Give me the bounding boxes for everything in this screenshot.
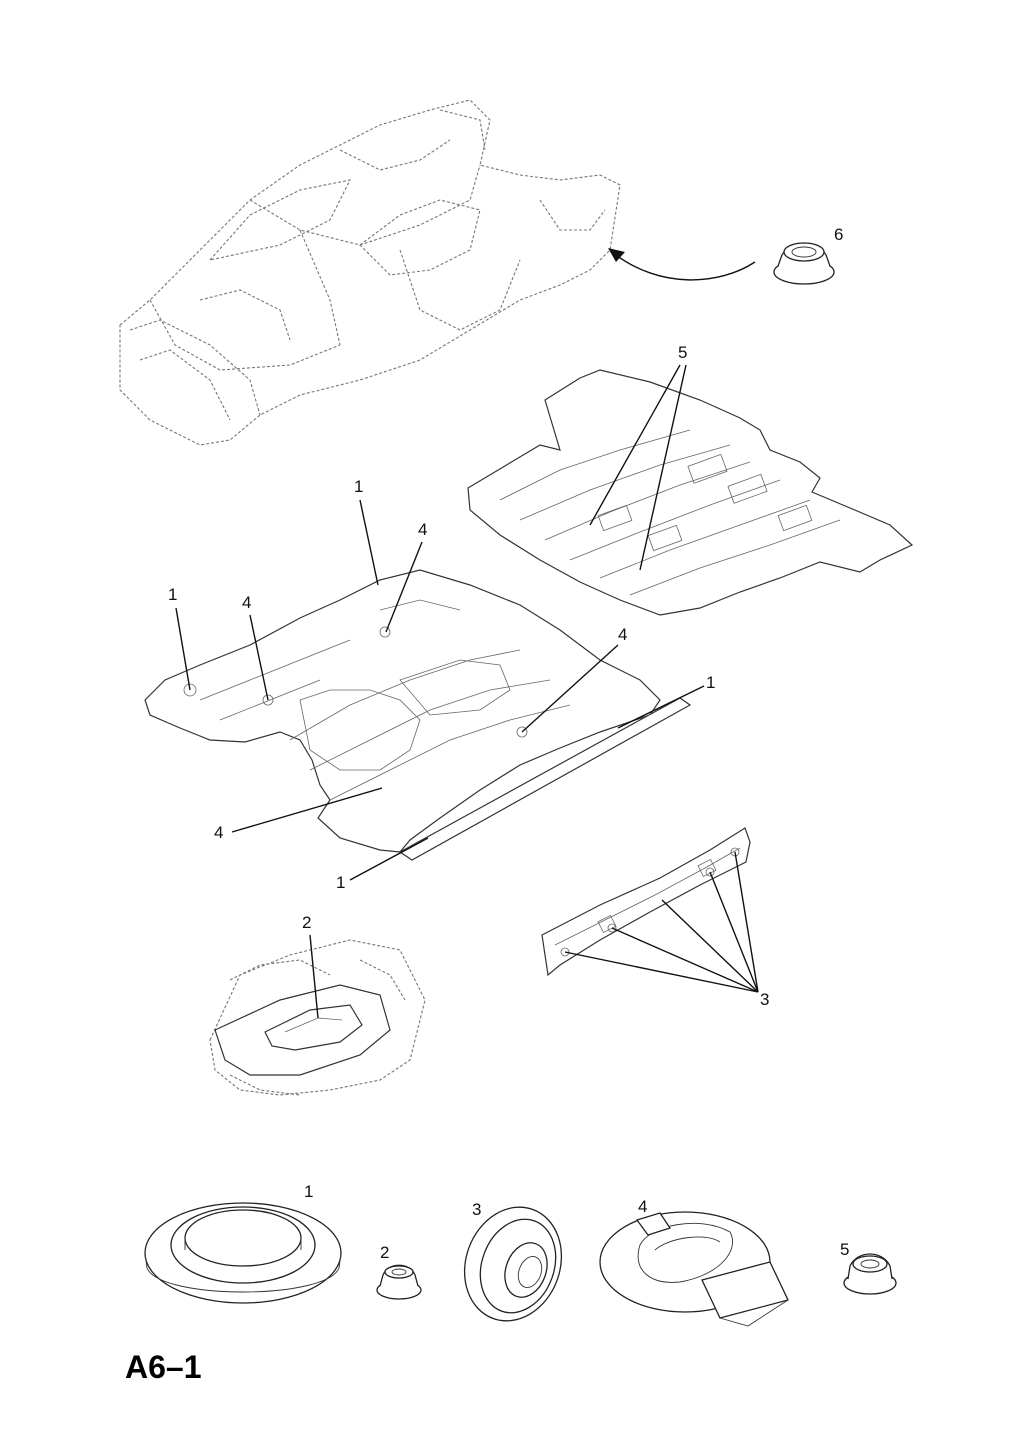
plug-part-1 <box>144 1202 342 1304</box>
patch-part-4 <box>599 1211 789 1327</box>
leader-4-bottom <box>231 787 383 833</box>
callout-4-part: 4 <box>638 1197 647 1216</box>
callout-4-front-floor-right: 4 <box>618 625 627 644</box>
tunnel-detail <box>209 939 426 1096</box>
page-code: A6–1 <box>125 1349 202 1385</box>
leader-4-top <box>385 541 423 633</box>
callout-5-part: 5 <box>840 1240 849 1259</box>
grommet-part-6 <box>773 242 835 285</box>
leader-1-left <box>175 607 191 691</box>
leader-4-right <box>521 644 619 733</box>
callout-1-front-floor-top: 1 <box>354 477 363 496</box>
leaders-3-side-rail <box>564 851 759 993</box>
callout-1-part: 1 <box>304 1182 313 1201</box>
leader-1-top <box>359 499 379 586</box>
leader-1-right <box>617 685 705 729</box>
vehicle-body-shell <box>119 99 621 446</box>
callout-6: 6 <box>834 225 843 244</box>
side-rail-panel <box>541 827 751 977</box>
callout-5-rear-floor: 5 <box>678 343 687 362</box>
callout-4-front-floor-bottom: 4 <box>214 823 223 842</box>
grommet-part-2 <box>376 1264 422 1300</box>
callout-1-front-floor-left: 1 <box>168 585 177 604</box>
leader-5b <box>639 364 687 571</box>
rear-floor-panel <box>467 369 914 616</box>
callout-4-front-floor-top: 4 <box>418 520 427 539</box>
leader-5a <box>589 364 681 526</box>
cup-plug-part-3 <box>463 1206 563 1322</box>
grommet-part-5 <box>843 1253 897 1295</box>
leader-2-tunnel <box>309 934 319 1019</box>
arrow-to-body-location <box>608 248 756 281</box>
callout-3-part: 3 <box>472 1200 481 1219</box>
leader-4-left <box>249 614 269 701</box>
callout-4-front-floor-left: 4 <box>242 593 251 612</box>
callout-2-part: 2 <box>380 1243 389 1262</box>
leader-1-bottom <box>349 837 429 881</box>
callout-1-front-floor-bottom: 1 <box>336 873 345 892</box>
front-floor-panel <box>144 569 692 861</box>
callout-1-front-floor-right: 1 <box>706 673 715 692</box>
callout-2-tunnel: 2 <box>302 913 311 932</box>
callout-3-side-rail: 3 <box>760 990 769 1009</box>
